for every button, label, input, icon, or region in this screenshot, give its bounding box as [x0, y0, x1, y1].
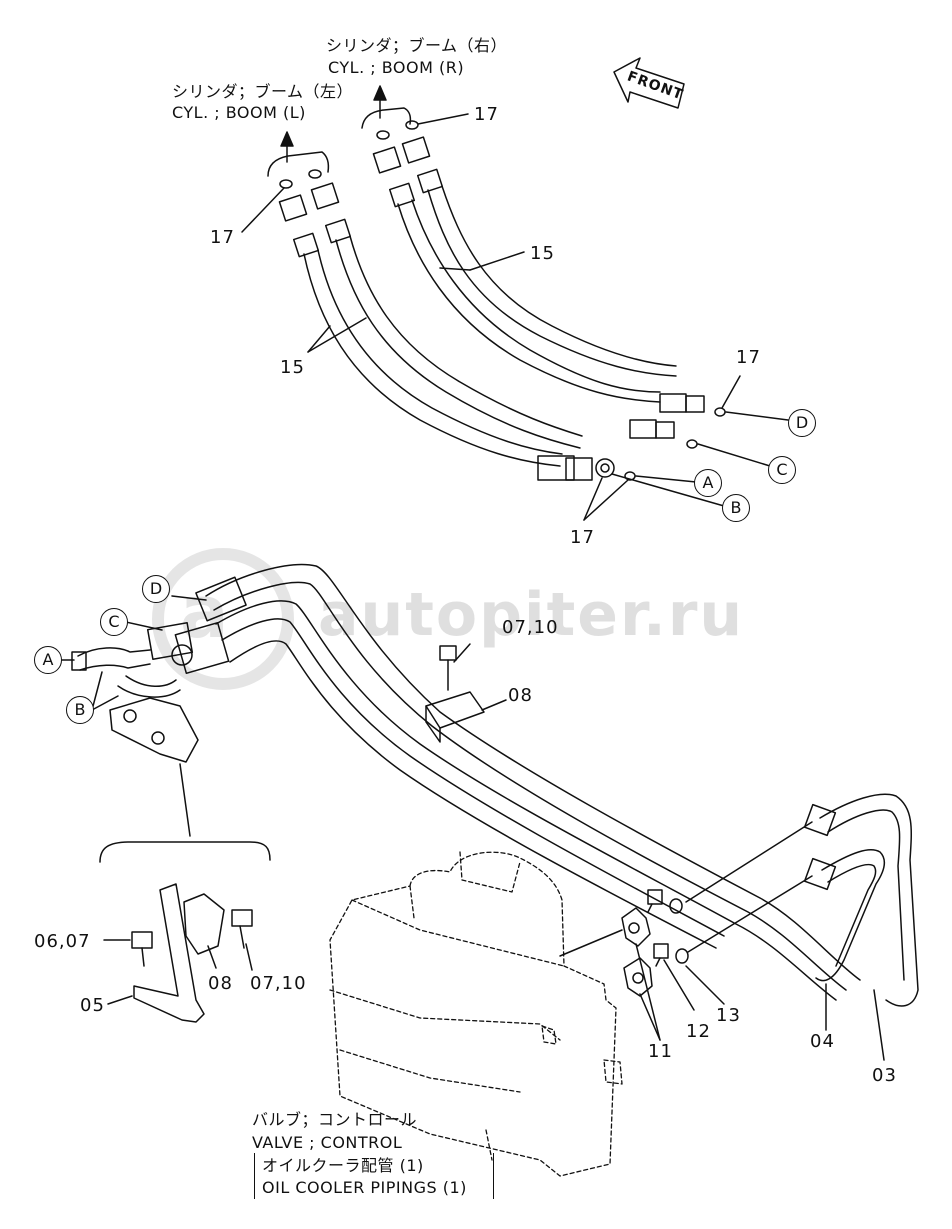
marker-d-left: D — [142, 575, 170, 603]
oil-cooler-pipe-assembly — [205, 563, 919, 1007]
o-ring-17-icon — [279, 120, 419, 189]
marker-c-left: C — [100, 608, 128, 636]
arrow-to-boom-l-icon — [267, 131, 330, 177]
hose-15-left-pair — [278, 182, 636, 481]
detail-callout — [99, 841, 271, 863]
caption-valve-jp: バルブ；コントロール — [252, 1110, 418, 1129]
part-label-17-top-right: 17 — [474, 104, 499, 125]
part-label-07-10-detail: 07,10 — [250, 973, 307, 994]
caption-cyl-boom-l-en: CYL. ; BOOM (L) — [172, 103, 306, 122]
detail-bracket-parts — [103, 883, 253, 1023]
part-label-17-top-left: 17 — [210, 227, 235, 248]
part-label-08-detail: 08 — [208, 973, 233, 994]
marker-c-right: C — [768, 456, 796, 484]
flange-parts — [559, 821, 885, 1061]
part-label-13: 13 — [716, 1005, 741, 1026]
hose-15-right-pair — [372, 136, 726, 449]
marker-b-left: B — [66, 696, 94, 724]
pipings-bracket — [254, 1153, 494, 1199]
caption-pipings-en: OIL COOLER PIPINGS (1) — [262, 1178, 467, 1197]
part-label-07-10-top: 07,10 — [502, 617, 559, 638]
part-label-08-top: 08 — [508, 685, 533, 706]
marker-a-right: A — [694, 469, 722, 497]
control-valve-body — [329, 851, 623, 1177]
front-arrow-icon — [613, 57, 685, 109]
part-label-04: 04 — [810, 1031, 835, 1052]
caption-cyl-boom-r-en: CYL. ; BOOM (R) — [328, 58, 465, 77]
marker-b-right: B — [722, 494, 750, 522]
arrow-to-boom-r-icon — [361, 85, 412, 129]
part-label-06-07: 06,07 — [34, 931, 91, 952]
fitting-block-assembly — [61, 576, 247, 837]
part-label-03: 03 — [872, 1065, 897, 1086]
part-label-05: 05 — [80, 995, 105, 1016]
part-label-15-left: 15 — [280, 357, 305, 378]
part-label-12: 12 — [686, 1021, 711, 1042]
part-label-17-bottom: 17 — [570, 527, 595, 548]
caption-pipings-jp: オイルクーラ配管 (1) — [262, 1156, 424, 1175]
caption-valve-en: VALVE ; CONTROL — [252, 1133, 403, 1152]
caption-cyl-boom-l-jp: シリンダ；ブーム（左） — [172, 82, 354, 101]
part-label-11: 11 — [648, 1041, 673, 1062]
marker-a-left: A — [34, 646, 62, 674]
marker-d-right: D — [788, 409, 816, 437]
caption-cyl-boom-r-jp: シリンダ；ブーム（右） — [326, 36, 508, 55]
part-label-15-right: 15 — [530, 243, 555, 264]
part-label-17-right: 17 — [736, 347, 761, 368]
watermark-text: autopiter.ru — [318, 580, 745, 650]
